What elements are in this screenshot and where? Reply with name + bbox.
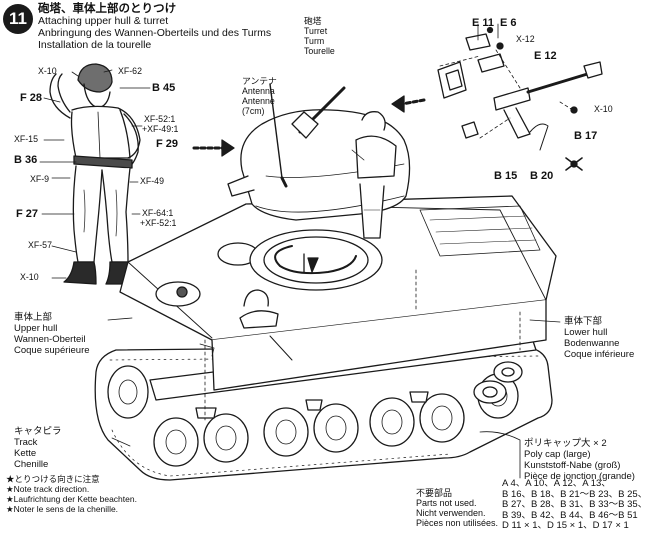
label-e12: E 12	[534, 50, 557, 62]
label-xf52-49: XF-52:1	[144, 114, 176, 124]
unused-parts-line-1: A 4、A 10、A 12、A 13、	[502, 478, 611, 489]
upper-hull-shape	[119, 195, 557, 421]
unused-parts-label-de: Nicht verwenden.	[416, 508, 486, 518]
lower-hull-label-jp: 車体下部	[564, 316, 603, 327]
unused-parts-line-4: B 39、B 42、B 44、B 46〜B 51	[502, 509, 638, 521]
track-note-en: ★Note track direction.	[6, 484, 90, 494]
poly-cap-label-jp: ポリキャップ大 × 2	[524, 438, 607, 449]
step-title: 砲塔、車体上部のとりつけ Attaching upper hull & turr…	[38, 3, 271, 51]
label-b36: B 36	[14, 154, 38, 166]
step-number-badge: 11	[3, 4, 33, 34]
label-xf62: XF-62	[118, 66, 142, 76]
upper-hull-label-fr: Coque supérieure	[14, 345, 90, 356]
turret-label-fr: Tourelle	[304, 46, 335, 56]
label-b45: B 45	[152, 82, 176, 94]
track-label-jp: キャタピラ	[14, 426, 62, 437]
lower-hull-label-en: Lower hull	[564, 327, 608, 338]
antenna-label-en: Antenna	[242, 86, 275, 96]
step-title-en: Attaching upper hull & turret	[38, 15, 169, 27]
upper-hull-label-en: Upper hull	[14, 323, 58, 334]
antenna-label: アンテナ Antenna Antenne (7cm)	[242, 76, 277, 116]
unused-parts-label: 不要部品 Parts not used. Nicht verwenden. Pi…	[416, 488, 498, 528]
lower-hull-label-fr: Coque inférieure	[564, 349, 635, 360]
unused-parts-list: A 4、A 10、A 12、A 13、 B 16、B 18、B 21〜B 23、…	[502, 478, 647, 532]
hull-leader-lines	[107, 317, 561, 479]
turret-label-en: Turret	[304, 26, 328, 36]
label-x10-bot: X-10	[20, 272, 39, 282]
upper-hull-label-jp: 車体上部	[14, 312, 53, 323]
upper-hull-label: 車体上部 Upper hull Wannen-Oberteil Coque su…	[14, 312, 90, 356]
label-e6: E 6	[500, 17, 517, 29]
track-note-fr: ★Noter le sens de la chenille.	[6, 504, 119, 514]
label-b20: B 20	[530, 170, 554, 182]
lower-hull-label-de: Bodenwanne	[564, 338, 620, 349]
label-f29: F 29	[156, 138, 179, 150]
step-number: 11	[9, 9, 27, 28]
track-label-de: Kette	[14, 448, 37, 459]
label-xf57: XF-57	[28, 240, 52, 250]
poly-cap-label-en: Poly cap (large)	[524, 449, 591, 460]
turret-label: 砲塔 Turret Turm Tourelle	[304, 16, 335, 56]
track-note-jp: ★とりつける向きに注意	[6, 474, 100, 484]
unused-parts-label-en: Parts not used.	[416, 498, 477, 508]
poly-cap-label: ポリキャップ大 × 2 Poly cap (large) Kunststoff-…	[524, 438, 635, 482]
assembly-line-art	[39, 23, 603, 481]
label-e11: E 11	[472, 17, 495, 29]
label-b15: B 15	[494, 170, 518, 182]
unused-parts-line-2: B 16、B 18、B 21〜B 23、B 25、	[502, 488, 647, 500]
track-label-fr: Chenille	[14, 459, 49, 470]
unused-parts-line-5: D 11 × 1、D 15 × 1、D 17 × 1	[502, 520, 629, 531]
antenna-label-jp: アンテナ	[242, 76, 277, 86]
turret-label-jp: 砲塔	[304, 16, 322, 26]
upper-hull-label-de: Wannen-Oberteil	[14, 334, 86, 345]
label-x10-parts: X-10	[594, 104, 613, 114]
label-f27: F 27	[16, 208, 39, 220]
poly-cap-icons	[473, 361, 523, 404]
label-x12: X-12	[516, 34, 535, 44]
crewman-figure	[49, 63, 141, 285]
track-label: キャタピラ Track Kette Chenille	[14, 426, 62, 470]
label-xf52b: +XF-52:1	[140, 218, 177, 228]
mg-parts	[437, 23, 603, 171]
track-note: ★とりつける向きに注意 ★Note track direction. ★Lauf…	[6, 474, 137, 514]
lower-hull-label: 車体下部 Lower hull Bodenwanne Coque inférie…	[564, 316, 634, 360]
label-b17: B 17	[574, 130, 598, 142]
track-note-de: ★Laufrichtung der Kette beachten.	[6, 494, 137, 504]
unused-parts-label-fr: Pièces non utilisées.	[416, 518, 499, 528]
label-xf64: XF-64:1	[142, 208, 174, 218]
label-x10-top: X-10	[38, 66, 57, 76]
poly-cap-label-de: Kunststoff-Nabe (groß)	[524, 460, 621, 471]
track-label-en: Track	[14, 437, 38, 448]
antenna-label-note: (7cm)	[242, 106, 265, 116]
turret-shape	[227, 83, 411, 239]
step-title-de: Anbringung des Wannen-Oberteils und des …	[38, 27, 272, 39]
poly-cap-label-fr: Pièce de jonction (grande)	[524, 471, 635, 482]
figure-leader-lines	[39, 69, 151, 279]
label-xf15: XF-15	[14, 134, 38, 144]
label-xf49: XF-49	[140, 176, 164, 186]
label-f28: F 28	[20, 92, 43, 104]
antenna-label-de: Antenne	[242, 96, 275, 106]
label-xf52-49b: +XF-49:1	[142, 124, 179, 134]
label-xf9: XF-9	[30, 174, 50, 184]
step-title-jp: 砲塔、車体上部のとりつけ	[38, 3, 177, 15]
unused-parts-line-3: B 27、B 28、B 31、B 33〜B 35、	[502, 499, 647, 510]
turret-label-de: Turm	[304, 36, 325, 46]
unused-parts-label-jp: 不要部品	[416, 488, 453, 498]
step-title-fr: Installation de la tourelle	[38, 39, 152, 51]
